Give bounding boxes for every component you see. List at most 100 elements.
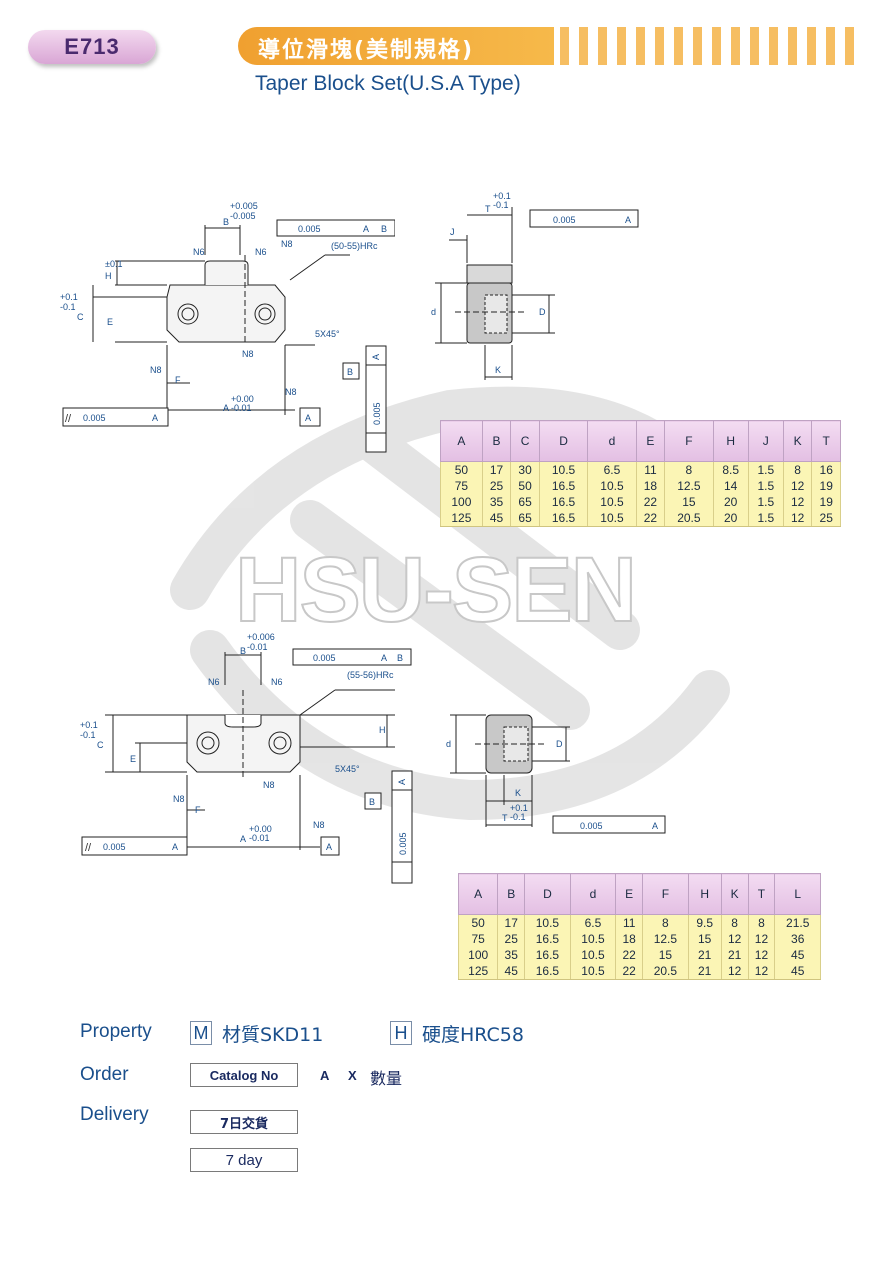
table-cell: 12 [782,510,813,527]
d1-b-tol-minus: -0.005 [230,211,256,221]
d2-side-t-minus: -0.1 [510,812,526,822]
d2-ref-a: A [381,653,387,663]
d2-a-label: A [240,834,246,844]
table-header-cell: L [774,873,821,915]
table-cell: 19 [811,478,841,494]
d2-datum-a: A [326,842,332,852]
material-value: 材質SKD11 [222,1024,324,1046]
table-cell: 10.5 [569,947,617,963]
table-header-cell: T [747,873,776,915]
d1-side-k-label: K [495,365,501,375]
d1-b-label: B [223,217,229,227]
table-cell: 21.5 [774,914,821,931]
table-cell: 8 [642,914,689,931]
table-cell: 45 [497,963,526,980]
order-x: X [348,1068,357,1083]
d1-f-label: F [175,375,181,385]
table-cell: 19 [811,494,841,510]
table-cell: 50 [440,461,483,478]
table-cell: 1.5 [747,510,784,527]
drawing2-front-view: +0.006 -0.01 B 0.005 A B N6 N6 (55-56)HR… [80,632,412,856]
table-cell: 50 [457,914,499,931]
table-cell: 11 [615,914,644,931]
delivery-cn-box: 7日交貨 [190,1110,298,1134]
d2-side-d-big: D [556,739,563,749]
d2-a-tol-minus: -0.01 [249,833,270,843]
d1-perp-tol-box: A 0.005 [365,345,387,453]
table-cell: 18 [615,931,644,947]
d2-side-t-plus: +0.1 [510,803,528,813]
table-cell: 12 [747,931,776,947]
delivery-en-box: 7 day [190,1148,298,1172]
table-cell: 36 [774,931,821,947]
table-cell: 16.5 [524,947,571,963]
hardness-letter: H [390,1021,412,1045]
table-cell: 8 [720,914,749,931]
table-cell: 22 [615,963,644,980]
table-cell: 16.5 [524,963,571,980]
title-english: Taper Block Set(U.S.A Type) [255,72,521,95]
d1-a-tol-plus: +0.00 [231,394,254,404]
table-cell: 18 [635,478,666,494]
d2-parallel-tol: 0.005 [103,842,126,852]
table-cell: 12 [747,963,776,980]
d2-side-perp-tol: 0.005 [580,821,603,831]
order-qty: 數量 [370,1069,403,1088]
svg-text://: // [65,413,72,425]
table-cell: 20 [712,510,749,527]
table-cell: 12 [720,931,749,947]
d2-f-label: F [195,805,201,815]
d2-n6-right: N6 [271,677,283,687]
title-bar: 導位滑塊(美制規格) [238,27,554,65]
table-header-cell: T [811,420,841,462]
table-cell: 1.5 [747,494,784,510]
d1-n6-right: N6 [255,247,267,257]
order-label: Order [80,1064,129,1085]
table-cell: 10.5 [587,510,637,527]
table-cell: 17 [481,461,512,478]
d1-datum-b: B [347,367,353,377]
table-header-cell: H [712,420,749,462]
table-cell: 25 [497,931,526,947]
d1-n6-left: N6 [193,247,205,257]
material-letter: M [190,1021,212,1045]
hardness-value: 硬度HRC58 [422,1024,524,1046]
d2-perp-tol-box: A 0.005 [391,770,413,884]
d1-c-tol-minus: -0.1 [60,302,76,312]
table-header-cell: A [457,873,499,915]
d1-side-perp-tol: 0.005 [553,215,576,225]
table-header-cell: B [497,873,526,915]
table-header-cell: C [510,420,540,462]
delivery-en-text: 7 day [225,1151,263,1169]
table-cell: 10.5 [524,914,571,931]
d2-b-label: B [240,646,246,656]
title-chinese: 導位滑塊(美制規格) [258,38,475,63]
d2-side-perp-ref: A [652,821,658,831]
table-cell: 21 [687,947,722,963]
d1-side-t-minus: -0.1 [493,200,509,210]
d2-ref-b: B [397,653,403,663]
table-cell: 16.5 [524,931,571,947]
table-cell: 14 [712,478,749,494]
table-header-cell: A [440,420,483,462]
drawing2-side-view: d D K +0.1 -0.1 T 0.005 A [446,714,666,834]
d1-c-tol-plus: +0.1 [60,292,78,302]
table-cell: 8 [747,914,776,931]
table-cell: 11 [635,461,666,478]
catalog-no-box: Catalog No [190,1063,298,1087]
table-cell: 15 [687,931,722,947]
table-cell: 8 [664,461,714,478]
d2-perp-tol: 0.005 [398,832,408,855]
table-cell: 22 [635,494,666,510]
d2-perp-ref: A [397,779,407,785]
table-cell: 16.5 [538,510,589,527]
d1-h-label: H [105,271,112,281]
table-cell: 1.5 [747,461,784,478]
table-header-cell: K [782,420,813,462]
table-cell: 65 [510,510,540,527]
d1-side-t-label: T [485,204,491,214]
d2-b-tol-minus: -0.01 [247,642,268,652]
